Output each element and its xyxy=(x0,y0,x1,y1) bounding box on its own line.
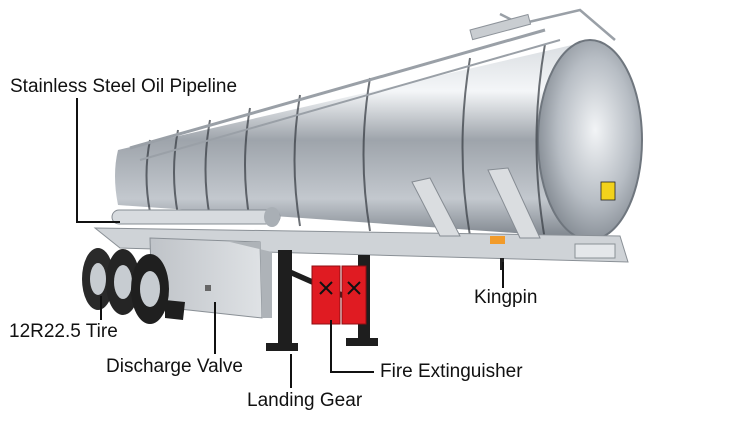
discharge-valve-leader xyxy=(214,302,216,354)
tire-leader xyxy=(100,296,102,320)
pipeline-leader-vertical xyxy=(76,98,78,222)
label-pipeline: Stainless Steel Oil Pipeline xyxy=(10,76,238,97)
kingpin-leader xyxy=(502,262,504,288)
tank-brackets xyxy=(411,167,541,239)
oil-pipeline xyxy=(111,207,281,227)
label-tire: 12R22.5 Tire xyxy=(9,321,118,342)
label-landing-gear: Landing Gear xyxy=(247,390,363,411)
label-discharge-valve: Discharge Valve xyxy=(106,356,243,377)
fire-extinguisher-leader-horizontal xyxy=(330,371,374,373)
landing-gear-leader xyxy=(290,354,292,388)
fire-extinguisher-leader-vertical xyxy=(330,320,332,372)
tank-body xyxy=(115,39,643,241)
label-kingpin: Kingpin xyxy=(474,287,538,308)
fire-extinguisher-boxes xyxy=(311,265,367,325)
wheel-set xyxy=(82,248,185,324)
top-walkway xyxy=(129,8,616,161)
label-fire-extinguisher: Fire Extinguisher xyxy=(380,361,523,382)
pipeline-leader-horizontal xyxy=(76,221,120,223)
